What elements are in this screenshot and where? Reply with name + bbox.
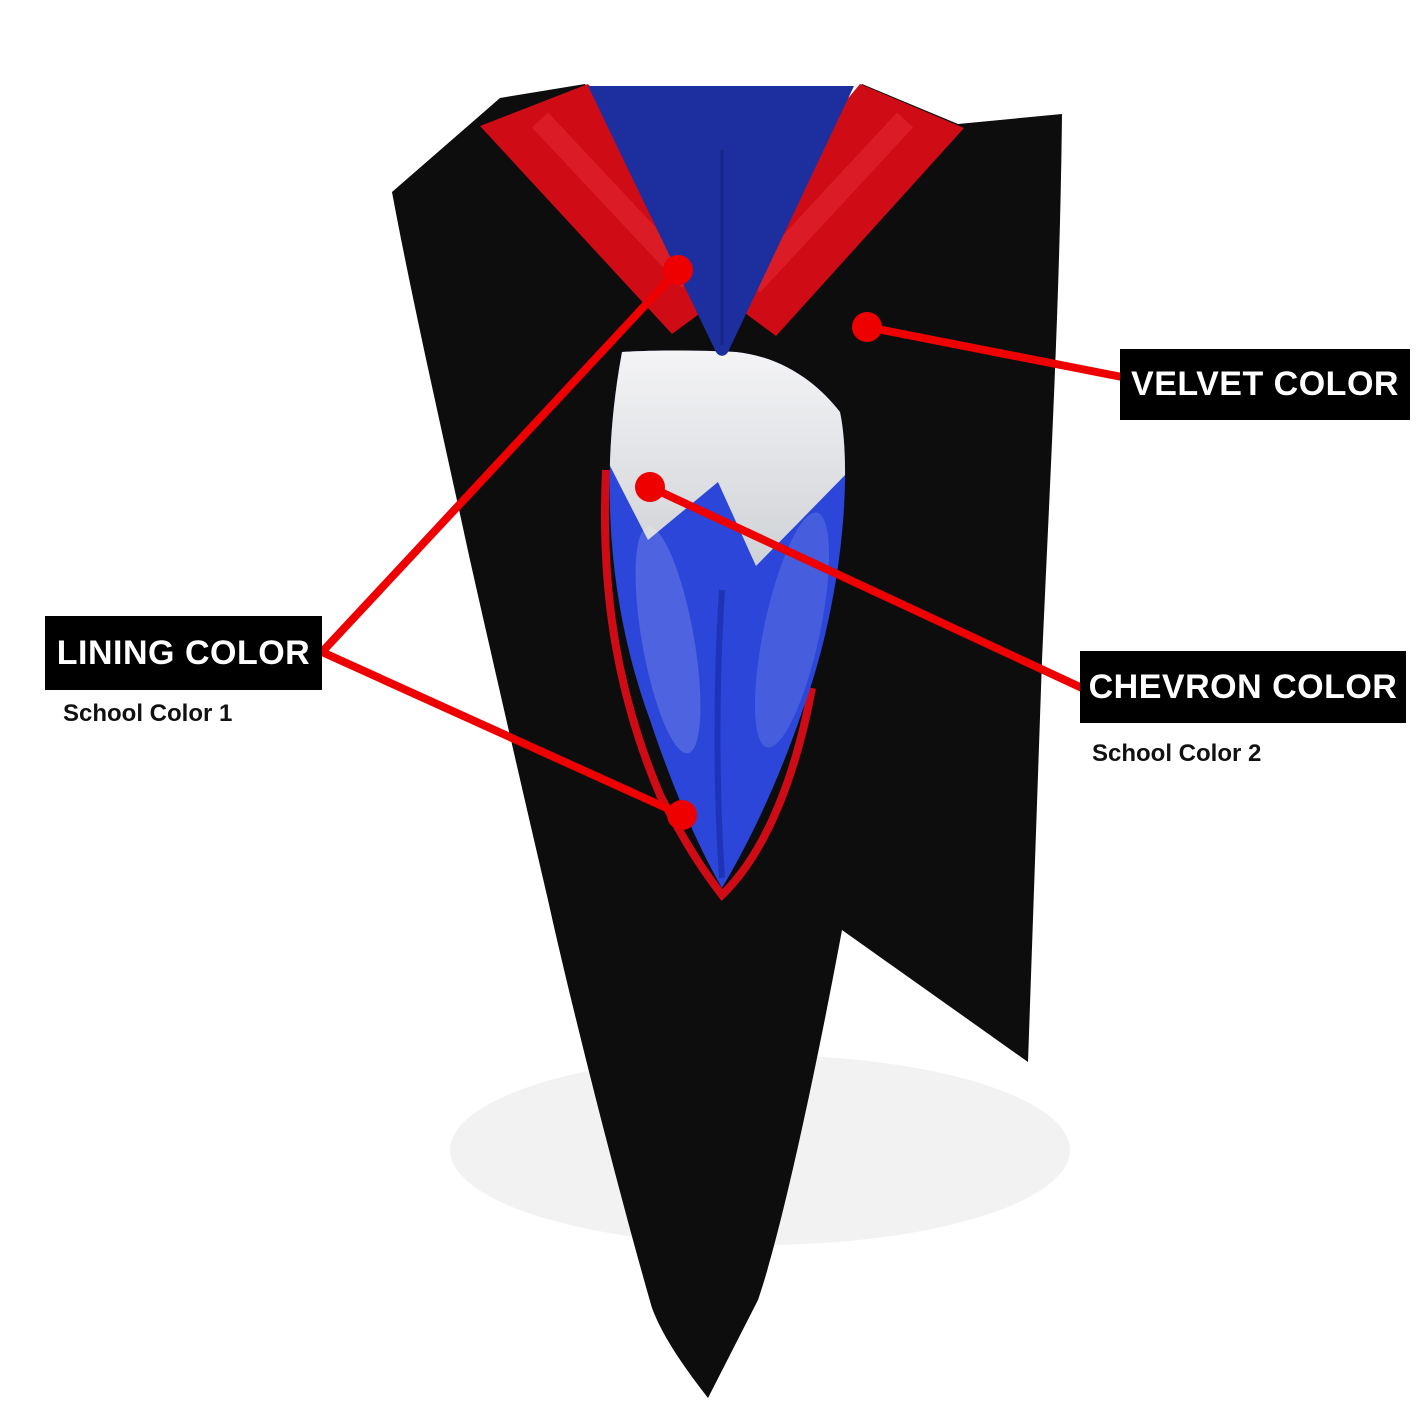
velvet-sheen-left (531, 112, 699, 288)
velvet-rim (600, 469, 816, 902)
lining-fold-seam (714, 589, 725, 879)
callout-line-lining-top (319, 267, 681, 655)
chevron-color-label: CHEVRON COLOR (1080, 651, 1406, 723)
lining-color-label: LINING COLOR (45, 616, 322, 690)
callout-dot-chevron (635, 472, 665, 502)
callout-dot-lining-top (663, 255, 693, 285)
chevron-color-label-text: CHEVRON COLOR (1088, 667, 1398, 706)
velvet-color-label: VELVET COLOR (1120, 349, 1410, 420)
lining-sheen-right (754, 512, 830, 748)
callout-line-velvet (866, 323, 1123, 381)
velvet-color-label-text: VELVET COLOR (1131, 365, 1399, 403)
chevron-school-color-subtext: School Color 2 (1092, 740, 1262, 767)
callout-line-lining-bottom (320, 648, 684, 819)
callout-line-chevron (648, 483, 1084, 692)
velvet-sheen-right (743, 112, 914, 293)
lining-school-color-subtext: School Color 1 (63, 700, 233, 727)
lining-sheen-left (635, 526, 701, 754)
callout-dot-velvet (852, 312, 882, 342)
callout-dot-lining-bottom (667, 800, 697, 830)
chevron-band (609, 350, 846, 566)
lining-color-label-text: LINING COLOR (56, 633, 311, 672)
